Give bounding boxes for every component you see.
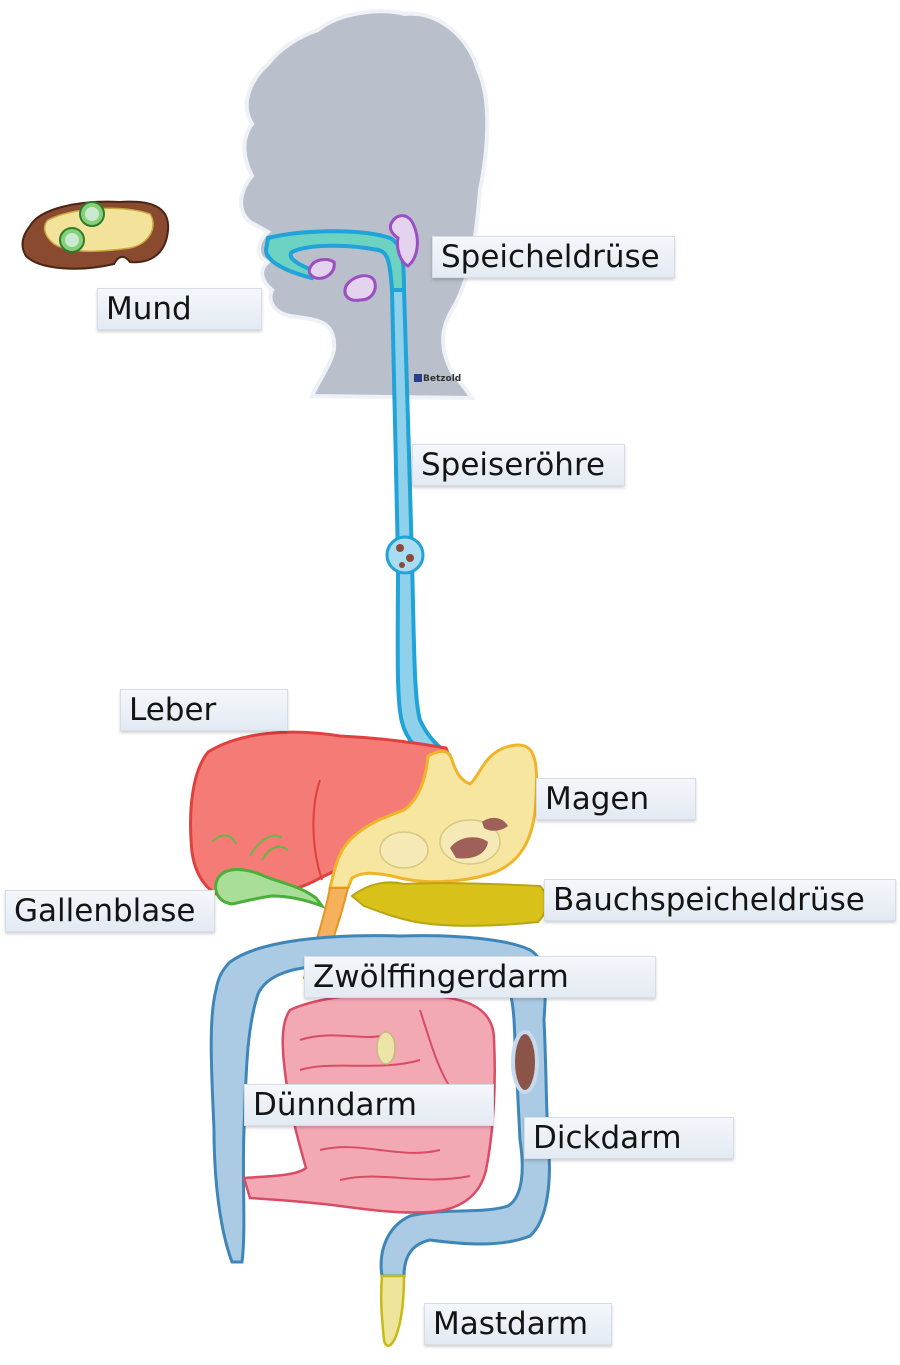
label-speiseroehre[interactable]: Speiseröhre [412, 444, 625, 486]
gallbladder [214, 868, 327, 910]
label-mastdarm[interactable]: Mastdarm [424, 1303, 612, 1345]
head-silhouette [239, 9, 490, 401]
sandwich-illustration [21, 200, 170, 270]
salivary-gland-submandibular [343, 274, 377, 302]
label-dickdarm[interactable]: Dickdarm [524, 1117, 734, 1159]
stomach-content [379, 831, 429, 869]
salivary-gland-sublingual [307, 258, 336, 280]
label-mund[interactable]: Mund [97, 288, 262, 330]
label-zwoelffingerdarm[interactable]: Zwölffingerdarm [304, 956, 656, 998]
rectum [379, 1274, 406, 1347]
label-gallenblase[interactable]: Gallenblase [5, 890, 215, 932]
brand-logo-icon [414, 374, 422, 382]
brand-logo: Betzold [414, 374, 461, 384]
label-bauchspeicheldruese[interactable]: Bauchspeicheldrüse [544, 879, 896, 921]
pancreas [350, 881, 548, 927]
label-duenndarm[interactable]: Dünndarm [244, 1084, 494, 1126]
label-speicheldruese[interactable]: Speicheldrüse [432, 236, 675, 278]
food-bolus [385, 535, 425, 575]
salivary-gland-parotid [388, 214, 419, 268]
label-magen[interactable]: Magen [536, 778, 696, 820]
label-leber[interactable]: Leber [120, 689, 288, 731]
